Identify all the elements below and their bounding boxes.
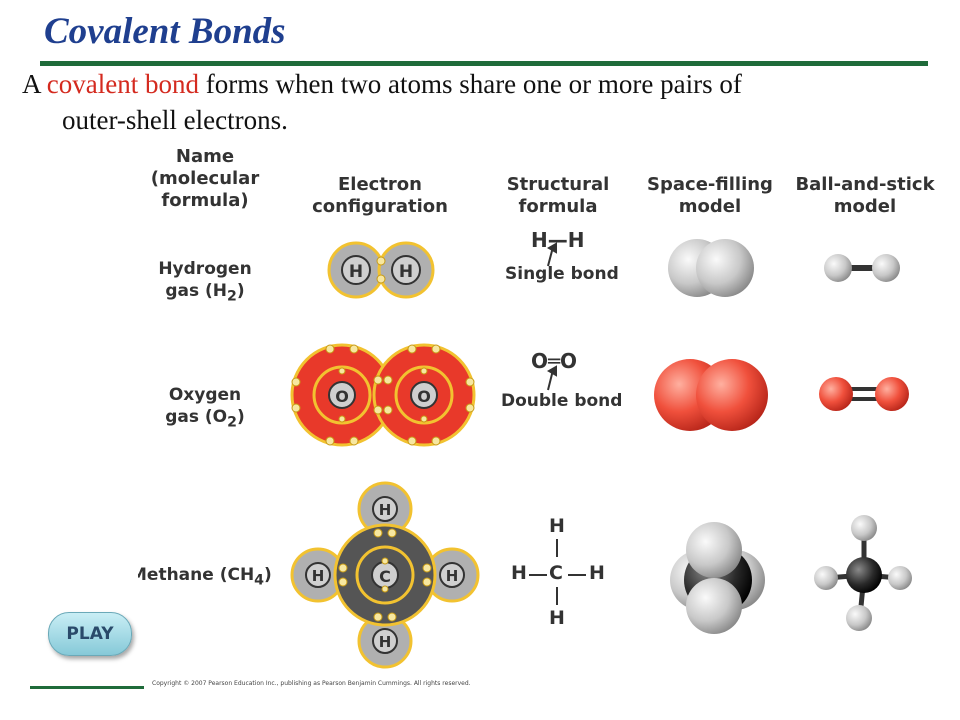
methane-top-bond [556,539,558,557]
oxygen-name-line-1: Oxygen [168,385,242,405]
oxygen-atom-symbol: O [417,387,431,406]
header-ball-line-1: Ball-and-stick [795,174,935,195]
header-space-filling: Space-filling model [635,174,785,218]
methane-center-c: C [549,562,563,584]
methane-right-h: H [589,562,605,584]
intro-text: A covalent bond forms when two atoms sha… [22,66,922,138]
hydrogen-ball-and-stick-model [824,254,900,282]
hydrogen-structural-formula: H—H [531,228,585,252]
header-structural-line-2: formula [518,196,598,217]
intro-line-2: outer-shell electrons. [62,105,288,135]
header-space-line-1: Space-filling [647,174,773,195]
oxygen-space-filling-model [654,359,768,431]
play-button[interactable]: PLAY [48,612,132,656]
header-structural: Structural formula [488,174,628,218]
hydrogen-subscript: 2 [227,288,237,305]
oxygen-bond-label: Double bond [501,391,623,411]
methane-h-symbol: H [312,567,325,585]
hydrogen-space-filling-model [668,239,754,297]
oxygen-atom-symbol: O [335,387,349,406]
header-electron: Electron configuration [305,174,455,218]
methane-space-filling-model [670,522,765,634]
hydrogen-electron-diagram: H H [327,241,435,299]
methane-bottom-h: H [549,607,565,629]
methane-h-symbol: H [446,567,459,585]
slide-title: Covalent Bonds [44,11,286,52]
methane-bottom-bond [556,587,558,605]
header-name-line-3: formula) [161,190,249,211]
header-electron-line-1: Electron [337,174,422,195]
methane-left-bond [529,574,547,576]
footer-rule [30,686,144,689]
oxygen-close: ) [236,407,245,427]
methane-left-h: H [511,562,527,584]
header-name-line-1: Name [175,146,235,167]
hydrogen-name-line-2: gas (H [165,281,228,301]
header-space-line-2: model [678,196,742,217]
methane-name: Methane (CH [138,565,255,585]
hydrogen-bond-label: Single bond [505,264,619,284]
intro-rest: forms when two atoms share one or more p… [198,69,742,99]
header-structural-line-1: Structural [506,174,610,195]
header-ball-and-stick: Ball-and-stick model [790,174,940,218]
header-ball-line-2: model [833,196,897,217]
hydrogen-atom-symbol: H [399,262,413,282]
header-name: Name (molecular formula) [140,146,270,212]
carbon-atom-symbol: C [379,567,391,586]
intro-start: A [22,69,47,99]
oxygen-bond-arrow [546,365,557,391]
methane-subscript: 4 [254,572,265,589]
methane-ball-and-stick-model [814,515,912,631]
methane-structural-formula: H H C H H [505,515,615,630]
row-label-methane: Methane (CH4) [138,564,278,591]
copyright-notice: Copyright © 2007 Pearson Education Inc.,… [152,680,471,687]
oxygen-name-line-2: gas (O [165,407,228,427]
methane-right-bond [568,574,586,576]
hydrogen-name-line-1: Hydrogen [158,259,252,279]
hydrogen-atom-symbol: H [349,262,363,282]
row-label-oxygen: Oxygen gas (O2) [140,384,270,433]
oxygen-ball-and-stick-model [819,377,909,411]
methane-close: ) [264,565,272,585]
oxygen-electron-diagram: O O [290,343,476,447]
oxygen-subscript: 2 [227,414,237,431]
title-rule [40,61,928,66]
methane-electron-diagram: C H H H H [290,481,480,669]
methane-h-symbol: H [379,633,392,651]
methane-h-symbol: H [379,501,392,519]
methane-top-h: H [549,515,565,537]
hydrogen-bond-arrow [546,242,557,267]
row-label-hydrogen: Hydrogen gas (H2) [140,258,270,307]
intro-highlight: covalent bond [46,69,199,99]
hydrogen-close: ) [236,281,245,301]
header-name-line-2: (molecular [150,168,260,189]
header-electron-line-2: configuration [312,196,448,217]
